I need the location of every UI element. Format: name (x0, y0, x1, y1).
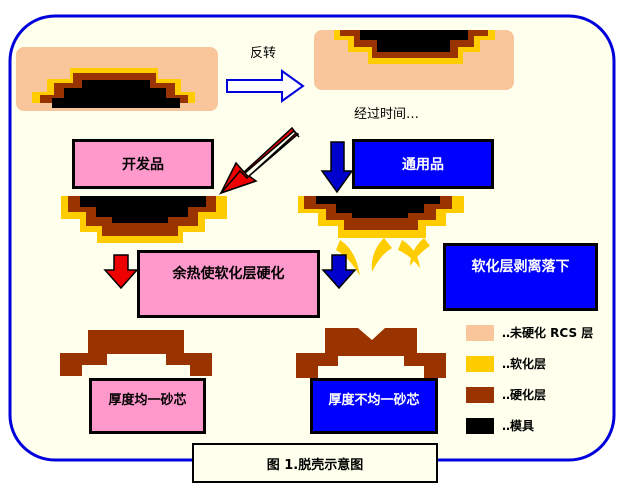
mold-top-left (16, 47, 218, 111)
legend-swatch-unhardened (466, 324, 494, 341)
figure-caption: 图 1.脱壳示意图 (192, 443, 438, 483)
time-passes-label: 经过时间… (354, 107, 420, 122)
residual-heat-box: 余热使软化层硬化 (137, 250, 320, 318)
flip-arrow (226, 69, 305, 103)
red-diagonal-arrow (218, 126, 300, 195)
mold-top-right (314, 30, 514, 90)
blue-down-arrow-bottom (321, 254, 357, 290)
nonuniform-core-box: 厚度不均一砂芯 (310, 378, 438, 434)
legend-label-soft: ‥软化层 (502, 357, 547, 371)
general-product-box: 通用品 (352, 139, 494, 189)
red-down-arrow (103, 254, 139, 290)
blue-down-arrow-top (320, 141, 354, 194)
mold-mid-right (298, 196, 464, 276)
legend-item-mold: ‥模具 (466, 417, 534, 434)
uniform-core-box: 厚度均一砂芯 (89, 378, 206, 434)
legend-item-hardened: ‥硬化层 (466, 386, 546, 403)
legend-label-unhardened: ‥未硬化 RCS 层 (502, 326, 594, 340)
flip-label: 反转 (250, 46, 277, 61)
legend-label-hardened: ‥硬化层 (502, 388, 547, 402)
core-bottom-left (60, 330, 212, 376)
dev-product-box: 开发品 (72, 139, 214, 189)
legend-swatch-soft (466, 355, 494, 372)
legend-item-unhardened: ‥未硬化 RCS 层 (466, 324, 593, 341)
legend-item-soft: ‥软化层 (466, 355, 546, 372)
legend-swatch-mold (466, 417, 494, 434)
legend-label-mold: ‥模具 (502, 419, 535, 433)
core-bottom-right (296, 328, 446, 378)
legend-swatch-hardened (466, 386, 494, 403)
mold-mid-left (61, 196, 227, 243)
soft-layer-falls-box: 软化层剥离落下 (443, 243, 598, 311)
